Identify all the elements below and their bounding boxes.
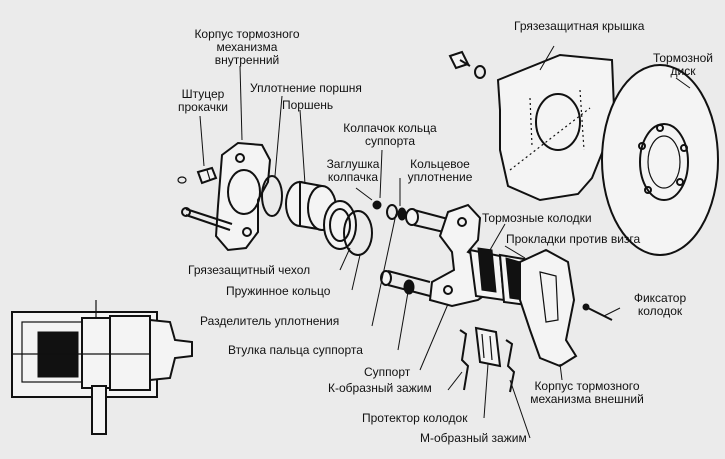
label-k-clip: К-образный зажим xyxy=(328,382,432,395)
label-line: Кольцевое xyxy=(410,157,470,171)
pad-retainer-pin xyxy=(582,303,613,321)
label-support: Суппорт xyxy=(364,366,410,379)
guide-pins xyxy=(372,200,449,297)
label-line: К-образный зажим xyxy=(328,381,432,395)
shield-bolt xyxy=(448,50,486,79)
label-anti-squeal-shims: Прокладки против визга xyxy=(506,233,640,246)
label-line: Тормозные колодки xyxy=(482,211,592,225)
label-line: внутренний xyxy=(214,53,280,67)
leader-lines xyxy=(199,45,691,439)
label-pad-protector: Протектор колодок xyxy=(362,412,467,425)
label-piston-seal: Уплотнение поршня xyxy=(250,82,362,95)
label-line: Штуцер xyxy=(181,87,225,101)
label-line: Пружинное кольцо xyxy=(226,284,331,298)
label-line: механизма внешний xyxy=(530,392,644,406)
label-outer-caliper-body: Корпус тормозного механизма внешний xyxy=(512,380,662,406)
outer-caliper-body xyxy=(519,248,578,368)
label-line: Колпачок кольца xyxy=(343,121,437,135)
piston-group xyxy=(261,175,373,256)
label-line: диск xyxy=(670,64,696,78)
bleeder-screw xyxy=(177,166,218,185)
label-line: Протектор колодок xyxy=(362,411,468,425)
label-line: Поршень xyxy=(282,98,334,112)
label-line: Фиксатор xyxy=(633,291,687,305)
label-inner-caliper-body: Корпус тормозного механизма внутренний xyxy=(184,28,310,67)
label-line: Уплотнение поршня xyxy=(250,81,362,95)
label-cap-plug: Заглушка колпачка xyxy=(318,158,388,184)
label-line: колпачка xyxy=(327,170,379,184)
label-seal-separator: Разделитель уплотнения xyxy=(200,315,339,328)
label-line: механизма xyxy=(216,40,278,54)
label-line: Тормозной xyxy=(652,51,714,65)
label-spring-ring: Пружинное кольцо xyxy=(226,285,330,298)
label-pin-bushing: Втулка пальца суппорта xyxy=(228,344,363,357)
label-line: прокачки xyxy=(178,100,228,114)
label-brake-pads: Тормозные колодки xyxy=(482,212,592,225)
label-line: суппорта xyxy=(364,134,416,148)
label-o-ring: Кольцевое уплотнение xyxy=(395,158,485,184)
label-line: Разделитель уплотнения xyxy=(200,314,340,328)
label-dust-boot: Грязезащитный чехол xyxy=(188,264,310,277)
inner-caliper-body xyxy=(181,141,272,252)
assembled-caliper-inset xyxy=(11,300,193,435)
label-line: Грязезащитный чехол xyxy=(188,263,311,277)
label-line: Втулка пальца суппорта xyxy=(228,343,363,357)
brake-disc xyxy=(601,64,719,256)
label-pad-retainer: Фиксатор колодок xyxy=(620,292,700,318)
label-dust-shield: Грязезащитная крышка xyxy=(514,20,644,33)
label-m-clip: М-образный зажим xyxy=(420,432,527,445)
label-line: Суппорт xyxy=(364,365,411,379)
label-line: Заглушка xyxy=(326,157,380,171)
label-line: уплотнение xyxy=(407,170,473,184)
label-line: М-образный зажим xyxy=(420,431,527,445)
label-line: Корпус тормозного xyxy=(194,27,300,41)
label-line: Грязезащитная крышка xyxy=(514,19,645,33)
label-line: колодок xyxy=(637,304,683,318)
label-piston: Поршень xyxy=(282,99,333,112)
label-line: Корпус тормозного xyxy=(534,379,640,393)
dust-shield xyxy=(496,53,616,202)
pad-clips xyxy=(459,326,516,393)
label-bleeder-screw: Штуцер прокачки xyxy=(170,88,236,114)
label-pin-cap: Колпачок кольца суппорта xyxy=(334,122,446,148)
label-brake-disc: Тормозной диск xyxy=(646,52,720,78)
label-line: Прокладки против визга xyxy=(506,232,641,246)
